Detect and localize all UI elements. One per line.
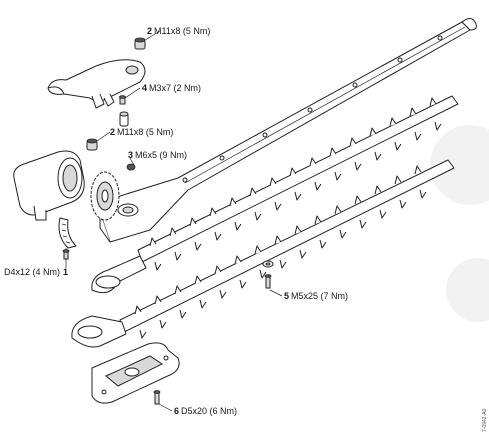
small-screw [119,95,126,105]
callout-number: 4 [142,83,147,93]
gearbox-arm [99,18,477,243]
spacer-sleeve [119,111,129,127]
hex-nut [126,163,136,171]
lower-blade [71,159,455,348]
handle-grip [47,59,146,109]
screw-m5x25 [264,274,272,289]
gear-head-housing [13,150,85,221]
gear-wheel [90,171,120,221]
callout-spec: M3x7 (2 Nm) [149,83,201,93]
callout-2: 4 M3x7 (2 Nm) [142,83,201,93]
callout-spec: D5x20 (6 Nm) [181,406,237,416]
cap-nut-lower [86,138,98,151]
cap-nut-top [134,37,146,50]
callout-spec: M6x5 (9 Nm) [135,150,187,160]
washer [262,260,274,268]
callout-7: 6 D5x20 (6 Nm) [174,406,237,416]
watermark [430,125,489,322]
callout-number: 5 [284,291,289,301]
leader-lines [65,30,283,412]
callout-number: 3 [128,150,133,160]
bottom-cover-plate [91,342,180,404]
callout-spec: D4x12 (4 Nm) [4,267,60,277]
screw-d4x12 [62,248,70,264]
callout-3: 2 M11x8 (5 Nm) [110,127,173,137]
curved-cover-plate [58,217,77,249]
upper-blade [91,95,459,294]
callout-number: 2 [147,26,152,36]
callout-spec: M11x8 (5 Nm) [154,26,210,36]
callout-1: 2 M11x8 (5 Nm) [147,26,210,36]
callout-number: 1 [63,267,68,277]
callout-spec: M5x25 (7 Nm) [291,291,348,301]
callout-6: 5 M5x25 (7 Nm) [284,291,348,301]
callout-number: 2 [110,127,115,137]
arm-bolt-holes [182,35,443,183]
callout-5: D4x12 (4 Nm) 1 [4,267,68,277]
screw-d5x20 [153,390,161,405]
callout-4: 3 M6x5 (9 Nm) [128,150,187,160]
figure-code: 7-0942-A0 [482,408,488,432]
callout-number: 6 [174,406,179,416]
callout-spec: M11x8 (5 Nm) [117,127,173,137]
